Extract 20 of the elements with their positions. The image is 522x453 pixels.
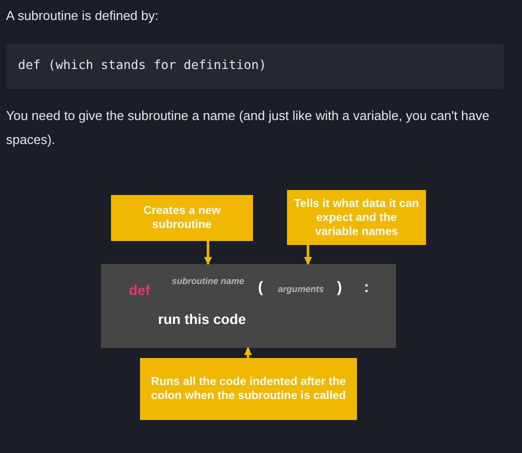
placeholder-text: subroutine name bbox=[171, 275, 245, 287]
placeholder-text: arguments bbox=[278, 284, 324, 294]
parenthesis: ) bbox=[337, 279, 342, 296]
paragraph: You need to give the subroutine a name (and just like with a variable, you can't have spaces). bbox=[6, 107, 490, 149]
callout-box bbox=[140, 358, 357, 420]
callout-text: Tells it what data it can expect and the variable names bbox=[293, 196, 420, 238]
arrow bbox=[304, 245, 312, 265]
arrow bbox=[244, 347, 252, 358]
code-text: def (which stands for definition) bbox=[18, 57, 266, 72]
callout-text: Creates a new subroutine bbox=[142, 204, 222, 232]
colon: : bbox=[364, 279, 369, 296]
parenthesis: ( bbox=[258, 279, 263, 296]
keyword: def bbox=[129, 282, 150, 298]
callout-box bbox=[111, 195, 253, 241]
callout-box bbox=[287, 190, 426, 245]
code-panel bbox=[101, 264, 396, 348]
arrow bbox=[204, 241, 212, 265]
intro-text: A subroutine is defined by: bbox=[6, 7, 160, 25]
code-text: run this code bbox=[158, 311, 246, 327]
callout-text: Runs all the code indented after the colon when the subroutine is called bbox=[150, 375, 347, 403]
